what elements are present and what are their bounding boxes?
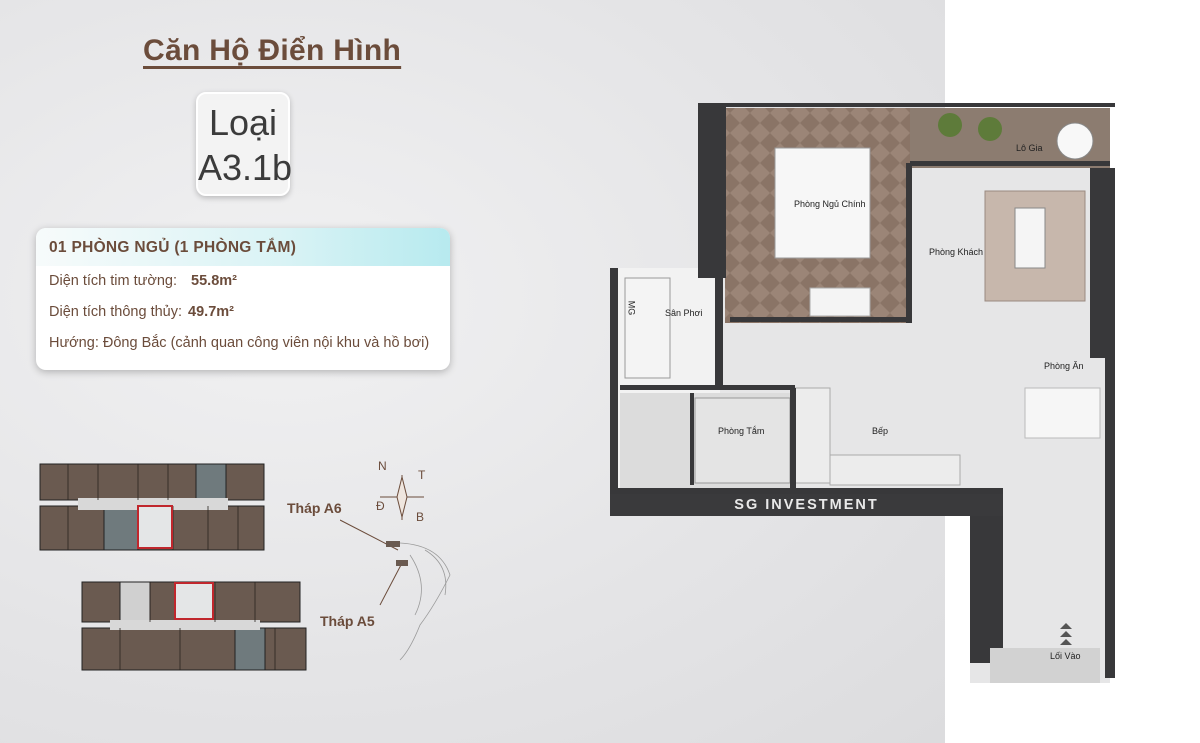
room-entrance: Lối Vào [1050,651,1081,661]
site-map-drawing: N T Đ B [339,459,451,661]
page-title: Căn Hộ Điển Hình [143,34,402,67]
area-clear-value: 49.7m² [188,304,234,320]
site-map: N T Đ B [339,455,480,665]
area-clear-row: Diện tích thông thủy: 49.7m² [36,297,450,328]
tower-a6-label: Tháp A6 [287,500,342,516]
area-wall-row: Diện tích tim tường: 55.8m² [36,266,450,297]
room-kitchen: Bếp [872,426,889,436]
tower-a5-plan [80,580,308,672]
room-living: Phòng Khách [929,247,984,257]
room-bathroom: Phòng Tắm [718,426,765,436]
tower-a6-plan [38,462,266,552]
room-balcony: Lô Gia [1016,143,1043,153]
room-drying-yard: Sân Phơi [665,308,703,318]
apartment-type-label: Loại [208,102,278,143]
tower-a5-drawing [81,581,307,671]
area-clear-label: Diện tích thông thủy: [49,304,182,320]
floor-plan-drawing [610,103,1115,683]
info-title: 01 PHÒNG NGỦ (1 PHÒNG TẮM) [36,228,450,266]
tower-a5-label: Tháp A5 [320,613,375,629]
area-wall-value: 55.8m² [191,273,237,289]
brand-banner: SG INVESTMENT [610,494,1003,516]
room-washer: MG [626,300,637,316]
compass-west: T [418,468,426,482]
compass-south: B [416,510,424,524]
compass-east: Đ [376,499,385,513]
floor-plan: Phòng Ngủ Chính Lô Gia Phòng Khách Sân P… [610,103,1115,683]
room-dining: Phòng Ăn [1044,361,1084,371]
apartment-type-box: Loại A3.1b [196,92,293,196]
orientation-row: Hướng: Đông Bắc (cảnh quan công viên nội… [49,335,430,351]
compass-north: N [378,459,387,473]
tower-a6-drawing [39,463,265,551]
apartment-type-code: A3.1b [198,147,293,188]
room-master-bedroom: Phòng Ngủ Chính [794,199,866,209]
apartment-info-card: 01 PHÒNG NGỦ (1 PHÒNG TẮM) Diện tích tim… [36,228,450,370]
area-wall-label: Diện tích tim tường: [49,273,178,289]
